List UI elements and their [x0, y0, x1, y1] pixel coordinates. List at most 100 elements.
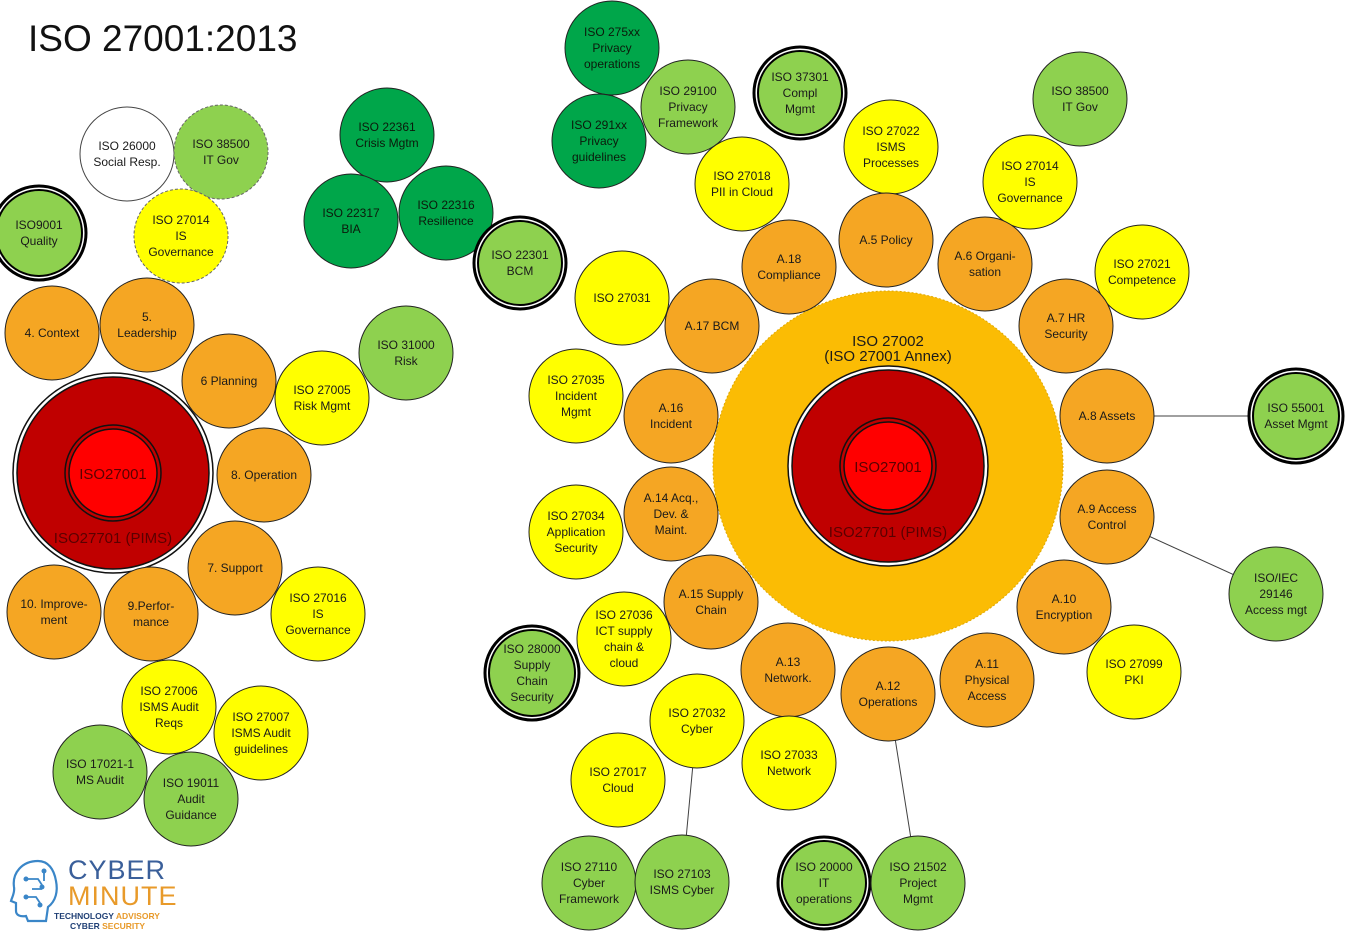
node-label: Supply: [514, 658, 551, 672]
logo-tagline-2a: CYBER: [70, 921, 103, 931]
node-a14: A.14 Acq.,Dev. &Maint.: [623, 466, 719, 562]
node-label: Cyber: [681, 722, 713, 736]
node-label: ISO 37301: [771, 70, 829, 84]
node-label: Cloud: [602, 781, 633, 795]
node-label: Leadership: [117, 326, 177, 340]
node-label: IS: [175, 229, 186, 243]
node-improvement: 10. Improve-ment: [6, 564, 102, 660]
annex-title-line2: (ISO 27001 Annex): [824, 348, 952, 365]
node-circle: [1252, 372, 1340, 460]
node-label: operations: [796, 892, 852, 906]
node-label: ISO 291xx: [571, 118, 627, 132]
node-label: ISO 31000: [377, 338, 435, 352]
node-label: Risk: [394, 354, 418, 368]
node-label: ISO 27099: [1105, 657, 1163, 671]
node-label: Framework: [658, 116, 719, 130]
node-circle: [838, 192, 934, 288]
node-circle: [1032, 51, 1128, 147]
node-label: Privacy: [592, 41, 631, 55]
annex-title-line1: ISO 27002: [852, 333, 924, 350]
right-core: [787, 365, 989, 567]
node-label: A.18: [777, 252, 802, 266]
node-label: ISO 22301: [491, 248, 549, 262]
node-label: Governance: [997, 191, 1063, 205]
node-label: Risk Mgmt: [294, 399, 351, 413]
node-circle: [213, 685, 309, 781]
node-circle: [564, 0, 660, 96]
node-label: ISO 38500: [1051, 84, 1109, 98]
node-label: Network: [767, 764, 812, 778]
node-label: ISO 27005: [293, 383, 351, 397]
node-label: Social Resp.: [93, 155, 160, 169]
node-label: ment: [41, 613, 68, 627]
node-label: Mgmt: [561, 405, 592, 419]
node-label: ISO 21502: [889, 860, 947, 874]
head-circuit-icon: [9, 859, 58, 923]
node-circle: [528, 484, 624, 580]
node-label: Security: [554, 541, 597, 555]
node-circle: [649, 673, 745, 769]
node-label: Framework: [559, 892, 620, 906]
node-circle: [181, 333, 277, 429]
node-label: 8. Operation: [231, 468, 297, 482]
node-label: IS: [1024, 175, 1035, 189]
node-circle: [6, 564, 102, 660]
node-support: 7. Support: [187, 520, 283, 616]
node-performance: 9.Perfor-mance: [103, 566, 199, 662]
node-a5: A.5 Policy: [838, 192, 934, 288]
node-circle: [1018, 278, 1114, 374]
logo-tagline-1b: ADVISORY: [115, 911, 160, 921]
node-circle: [570, 732, 666, 828]
node-label: ISO 19011: [163, 776, 220, 790]
node-circle: [740, 622, 836, 718]
node-circle: [757, 50, 843, 136]
node-label: Incident: [555, 389, 598, 403]
logo-word-cyber: CYBER: [68, 855, 167, 885]
node-circle: [339, 87, 435, 183]
node-label: guidelines: [572, 150, 626, 164]
node-circle: [528, 348, 624, 444]
node-label: ISO 27033: [760, 748, 818, 762]
node-circle: [623, 466, 719, 562]
node-label: ISO 22316: [417, 198, 475, 212]
node-circle: [574, 250, 670, 346]
node-label: Reqs: [155, 716, 183, 730]
node-label: 29146: [1259, 587, 1293, 601]
node-iso27031: ISO 27031: [574, 250, 670, 346]
node-circle: [551, 93, 647, 189]
node-circle: [741, 219, 837, 315]
node-label: ISO 27103: [653, 867, 711, 881]
node-planning: 6 Planning: [181, 333, 277, 429]
node-label: Control: [1088, 518, 1127, 532]
node-circle: [303, 173, 399, 269]
node-label: ISO 27022: [862, 124, 920, 138]
node-label: Access: [968, 689, 1007, 703]
node-label: Security: [1044, 327, 1087, 341]
node-circle: [1059, 368, 1155, 464]
node-circle: [274, 350, 370, 446]
node-context: 4. Context: [4, 285, 100, 381]
node-label: Crisis Mgtm: [355, 136, 418, 150]
node-label: 9.Perfor-: [128, 599, 175, 613]
